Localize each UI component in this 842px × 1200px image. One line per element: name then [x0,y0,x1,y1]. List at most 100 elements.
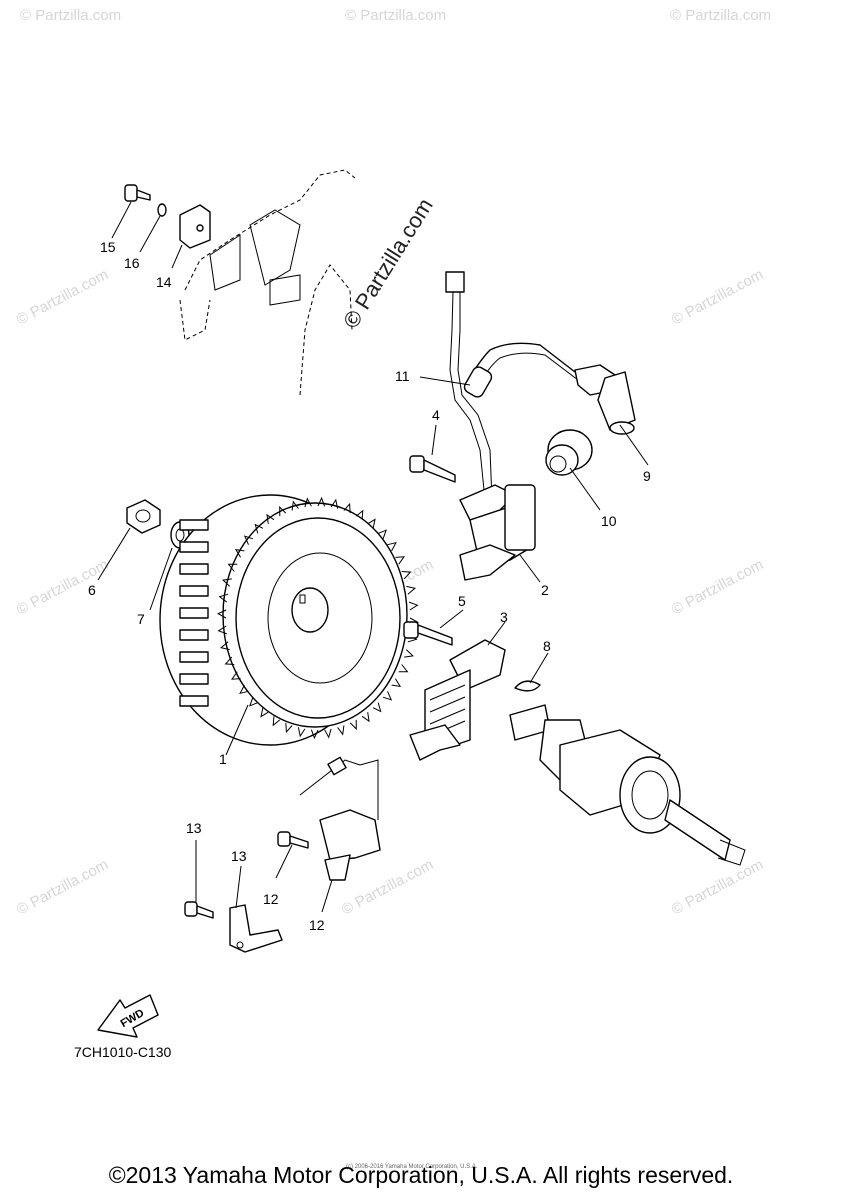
callouts: 15 16 14 11 4 9 10 2 6 7 5 3 8 1 13 13 1… [88,239,651,933]
flywheel-fin [179,629,209,641]
part-11-wire-harness [445,271,579,501]
callout-13-top: 13 [186,820,202,836]
flywheel-tooth [220,641,230,651]
watermark: © Partzilla.com [669,266,766,328]
flywheel-tooth [408,601,419,611]
flywheel-fin [179,585,209,597]
flywheel-tooth [279,505,287,517]
flywheel-fin [179,673,209,685]
flywheel-tooth [254,523,264,534]
part-14-bracket [229,904,283,953]
flywheel-fin [179,541,209,553]
callout-3: 3 [500,609,508,625]
flywheel-fin [179,651,209,663]
callout-4: 4 [432,407,440,423]
flywheel-tooth [401,571,412,580]
flywheel-tooth [217,625,228,635]
crankshaft [509,704,746,866]
watermark: © Partzilla.com [339,856,436,918]
callout-5: 5 [458,593,466,609]
callout-8: 8 [543,638,551,654]
callout-6: 6 [88,582,96,598]
flywheel-tooth [317,496,326,507]
flywheel-fin [179,563,209,575]
part-17-washer [157,203,167,217]
flywheel-fin [179,607,209,619]
fwd-arrow: FWD [97,994,159,1038]
callout-12: 12 [309,917,325,933]
watermark: © Partzilla.com [669,856,766,918]
callout-13: 12 [263,891,279,907]
callout-16: 15 [100,239,116,255]
callout-2: 2 [541,582,549,598]
flywheel-tooth [224,656,235,665]
callout-11: 11 [395,368,410,384]
flywheel-tooth [243,535,254,545]
part-13-bolt [184,901,214,919]
part-12-pulser-coil [277,756,381,881]
flywheel-tooth [234,548,245,558]
watermark: © Partzilla.com [345,7,446,24]
flywheel-tooth [310,729,319,740]
callout-14: 13 [231,848,247,864]
flywheel-tooth [349,719,357,731]
flywheel-teeth [216,496,420,740]
part-5-bolt [403,621,453,646]
flywheel-tooth [239,684,249,695]
part-6-nut [126,499,161,534]
flywheel-tooth [330,498,339,509]
watermark: © Partzilla.com [14,556,111,618]
flywheel-fin [179,695,209,707]
flywheel-tooth [361,712,370,723]
flywheel-tooth [285,722,293,734]
flywheel-tooth [297,727,306,738]
flywheel-tooth [324,728,332,739]
small-note: (c) 2006-2016 Yamaha Motor Corporation, … [346,1164,478,1170]
watermark: © Partzilla.com [670,7,771,24]
flywheel-tooth [222,578,232,587]
diagram-code: 7CH1010-C130 [74,1044,172,1060]
flywheel-tooth [395,556,406,565]
watermark: © Partzilla.com [669,556,766,618]
flywheel-tooth [391,678,402,688]
flywheel-tooth [406,585,416,595]
flywheel-tooth [218,593,229,603]
part-16-bolt [124,184,151,202]
flywheel-tooth [227,563,238,572]
flywheel-tooth [382,691,393,701]
flywheel-tooth [216,609,227,619]
flywheel-tooth [398,664,409,673]
flywheel-tooth [272,716,281,727]
watermark: © Partzilla.com [14,856,111,918]
watermark: © Partzilla.com [14,266,111,328]
flywheel-tooth [367,518,376,529]
part-2-ignition-coil [459,484,536,581]
part-9-plug-cap [574,364,636,435]
flywheel-tooth [304,497,312,508]
callout-9: 9 [643,468,651,484]
flywheel-tooth [260,707,269,718]
copyright: ©2013 Yamaha Motor Corporation, U.S.A. A… [108,1162,734,1188]
watermark-main: © Partzilla.com [338,194,438,333]
flywheel-fin [179,519,209,531]
callout-17: 16 [124,255,140,271]
flywheel-tooth [230,671,241,680]
part-3-charge-coil [409,639,506,761]
flywheel-tooth [404,649,414,658]
flywheel-tooth [291,500,299,511]
flywheel-tooth [372,702,382,713]
part-8-key [514,680,541,692]
callout-1: 1 [219,751,227,767]
flywheel-tooth [387,541,397,552]
callout-10: 10 [601,513,617,529]
flywheel-tooth [266,513,275,524]
part-4-bolt [409,455,456,483]
part-10-grommet [545,429,593,476]
flywheel-tooth [378,529,387,539]
callout-7: 7 [137,611,145,627]
flywheel-tooth [355,509,364,520]
flywheel-tooth [249,697,258,707]
engine-case-outline [179,169,356,396]
part-15-clamp [179,204,211,249]
